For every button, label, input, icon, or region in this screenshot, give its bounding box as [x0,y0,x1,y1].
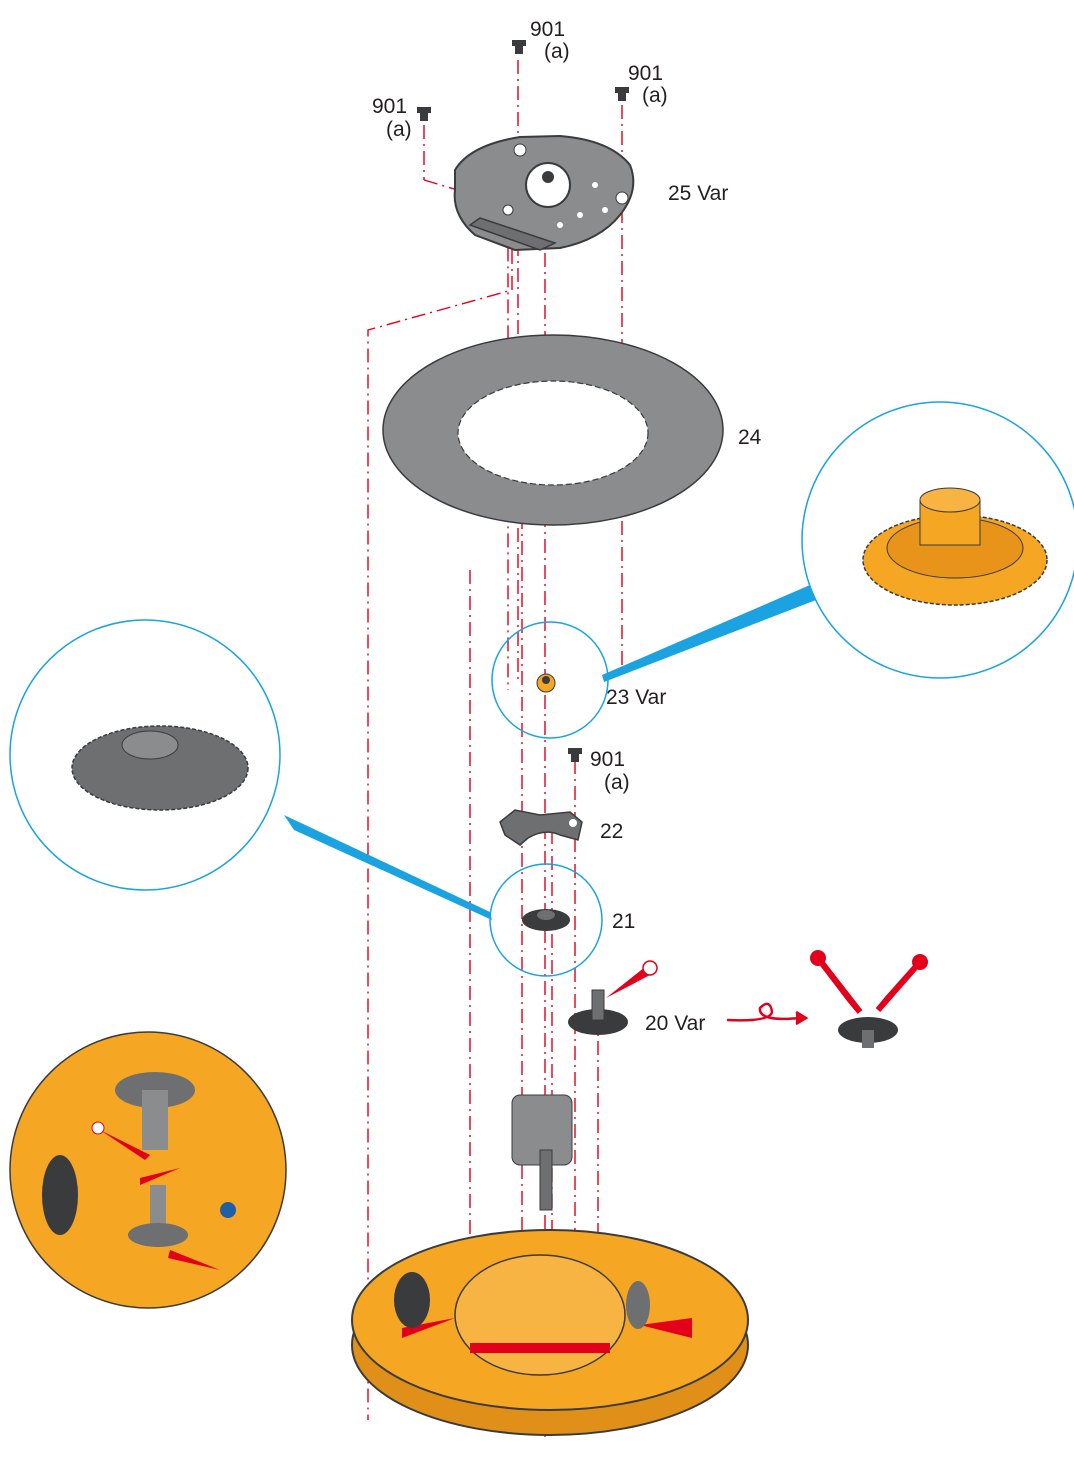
label-21: 21 [612,910,635,933]
label-23: 23 Var [606,686,666,709]
screw-icon [568,748,582,762]
yoke-22 [499,809,583,846]
detail-zoom-lubrication [9,1031,287,1309]
wheel-20 [568,989,628,1035]
label-901-top-num: 901 [530,18,565,41]
lubrication-drop-icon [606,960,658,998]
wheel-21-callout [489,863,603,977]
label-901-left-sub: (a) [386,118,412,141]
screw-icon [512,40,526,54]
wheel-23-callout [491,621,609,739]
callout-connectors [284,585,816,920]
label-25: 25 Var [668,182,728,205]
wheel-21-zoom [9,619,281,891]
cannon-pinion [511,1094,573,1211]
label-901-top-sub: (a) [544,40,570,63]
label-901-mid-num: 901 [590,748,625,771]
movement-mainplate [351,1229,749,1436]
bridge-25 [453,134,635,252]
label-901-left-num: 901 [372,95,407,118]
screw-icon [417,107,431,121]
label-901-right-sub: (a) [642,84,668,107]
label-20: 20 Var [645,1012,705,1035]
label-901-mid-sub: (a) [604,771,630,794]
label-901-right-num: 901 [628,62,663,85]
wheel-23-zoom [801,401,1074,679]
label-24: 24 [738,426,762,449]
screw-icon [615,87,629,101]
rotation-arrow-icon [726,1002,809,1026]
spacer-ring-24 [382,334,724,526]
wheel-20-lubricated [810,950,928,1048]
label-22: 22 [600,820,623,843]
